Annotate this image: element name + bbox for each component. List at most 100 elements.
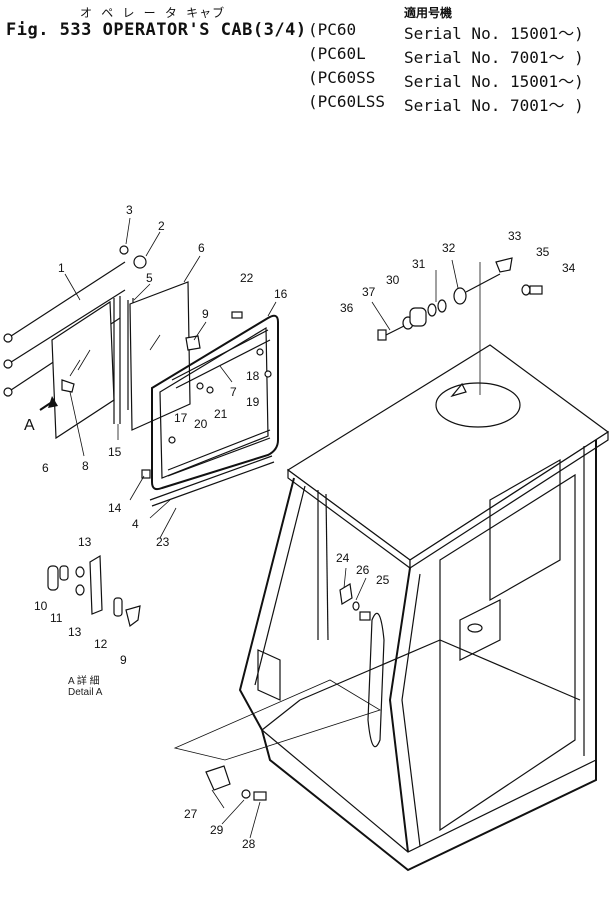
model-row-4-model: (PC60LSS bbox=[308, 92, 386, 111]
part-number-labels: 1 2 3 4 5 6 6 7 8 9 9 10 11 12 13 13 14 … bbox=[24, 203, 576, 851]
bracket bbox=[89, 554, 103, 615]
cab-floor-left bbox=[261, 699, 301, 731]
rear-window bbox=[489, 458, 561, 602]
callout-5: 5 bbox=[146, 271, 153, 285]
rod-1b-end bbox=[3, 359, 13, 369]
latch-plate-10 bbox=[47, 565, 59, 591]
model-row-2-model: (PC60L bbox=[308, 44, 366, 63]
callout-35: 35 bbox=[536, 245, 550, 259]
callout-10: 10 bbox=[34, 599, 48, 613]
bolt-36 bbox=[383, 325, 405, 337]
front-left-pillar bbox=[238, 477, 295, 731]
inner-panel bbox=[257, 649, 281, 701]
callout-20: 20 bbox=[194, 417, 208, 431]
callout-13-top: 13 bbox=[78, 535, 92, 549]
callout-17: 17 bbox=[174, 411, 188, 425]
pin-20 bbox=[196, 382, 204, 390]
callout-19: 19 bbox=[246, 395, 260, 409]
cab-body bbox=[173, 262, 610, 872]
front-right-pillar-inner bbox=[401, 573, 421, 847]
washer-29 bbox=[241, 789, 251, 799]
callout-33: 33 bbox=[508, 229, 522, 243]
callout-13-bottom: 13 bbox=[68, 625, 82, 639]
view-a-arrowhead bbox=[48, 396, 58, 408]
callout-7: 7 bbox=[230, 385, 237, 399]
callout-4: 4 bbox=[132, 517, 139, 531]
floor-plate bbox=[459, 599, 501, 661]
cab-floor-rear bbox=[299, 639, 581, 701]
callout-22: 22 bbox=[240, 271, 254, 285]
nut-32 bbox=[453, 287, 467, 305]
catch-12 bbox=[113, 597, 123, 617]
bolt-36-head bbox=[377, 329, 387, 341]
leader-27 bbox=[211, 789, 225, 809]
strip-15 bbox=[113, 296, 121, 424]
screw-3 bbox=[119, 245, 129, 255]
callout-27: 27 bbox=[184, 807, 198, 821]
stopper-17 bbox=[168, 436, 176, 444]
callout-9: 9 bbox=[202, 307, 209, 321]
model-row-4-serial: Serial No. 7001～ ) bbox=[404, 96, 584, 115]
detail-leader bbox=[173, 679, 381, 761]
bracket-24 bbox=[339, 583, 353, 605]
callout-36: 36 bbox=[340, 301, 354, 315]
leader-26 bbox=[355, 577, 367, 601]
detail-a-parts bbox=[47, 554, 141, 628]
glass-6-right bbox=[129, 281, 191, 431]
leader-28 bbox=[249, 801, 261, 839]
callout-28: 28 bbox=[242, 837, 256, 851]
bolt-22 bbox=[231, 311, 243, 319]
leader-24 bbox=[343, 567, 347, 589]
cab-roof-side-edge bbox=[409, 430, 609, 570]
leader-6a bbox=[183, 255, 201, 283]
leader-23 bbox=[159, 507, 177, 539]
callout-9-detail: 9 bbox=[120, 653, 127, 667]
rod-1c-end bbox=[3, 387, 13, 397]
rail-23 bbox=[149, 455, 275, 507]
latch-9 bbox=[185, 335, 201, 351]
model-row-3-model: (PC60SS bbox=[308, 68, 376, 87]
spacer-11 bbox=[59, 565, 69, 581]
model-row-2-serial: Serial No. 7001～ ) bbox=[404, 48, 584, 67]
screw-13b bbox=[75, 584, 85, 596]
callout-26: 26 bbox=[356, 563, 370, 577]
leader-1 bbox=[64, 273, 81, 301]
front-right-pillar bbox=[388, 567, 411, 853]
callout-1: 1 bbox=[58, 261, 65, 275]
leader-5 bbox=[133, 283, 151, 301]
callout-23: 23 bbox=[156, 535, 170, 549]
roof-latch-parts bbox=[377, 257, 543, 341]
washer-26 bbox=[352, 601, 360, 611]
callout-8: 8 bbox=[82, 459, 89, 473]
washer-31a bbox=[427, 303, 437, 317]
leader-2 bbox=[145, 231, 161, 257]
glass-6-left bbox=[51, 300, 115, 440]
rod-1a-end bbox=[3, 333, 13, 343]
glass-6-left-shine bbox=[69, 349, 91, 377]
model-row-1-model: (PC60 bbox=[308, 20, 357, 39]
leader-9 bbox=[193, 321, 207, 341]
floor-hole bbox=[467, 623, 483, 633]
stopper-18 bbox=[256, 348, 264, 356]
washer-35 bbox=[521, 284, 531, 296]
callout-25: 25 bbox=[376, 573, 390, 587]
bottom-rail bbox=[167, 429, 271, 477]
roof-opening bbox=[435, 382, 521, 428]
detail-caption-en: Detail A bbox=[68, 687, 103, 698]
leader-16 bbox=[267, 301, 277, 317]
callout-11: 11 bbox=[50, 611, 63, 625]
leader-29 bbox=[221, 799, 245, 825]
model-row-3-serial: Serial No. 15001～) bbox=[404, 72, 584, 91]
callout-29: 29 bbox=[210, 823, 224, 837]
leader-4 bbox=[149, 499, 171, 519]
stopper-19 bbox=[264, 370, 272, 378]
detail-caption-jp: A 詳 細 bbox=[68, 676, 100, 687]
view-a-label: A bbox=[24, 417, 35, 434]
callout-32: 32 bbox=[442, 241, 456, 255]
callout-18: 18 bbox=[246, 369, 260, 383]
bolt-25 bbox=[359, 611, 371, 621]
callout-6-left: 6 bbox=[42, 461, 49, 475]
window-frame-16 bbox=[151, 314, 279, 491]
callout-12: 12 bbox=[94, 637, 108, 651]
